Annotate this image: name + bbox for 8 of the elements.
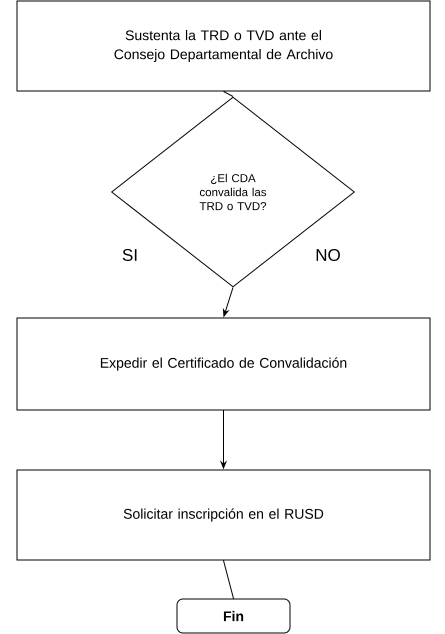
connector-line: [223, 560, 234, 599]
branch-label: NO: [316, 248, 340, 262]
process-box: Solicitar inscripción en el RUSD: [16, 470, 430, 560]
process-box: Expedir el Certificado de Convalidación: [16, 318, 430, 410]
process-box: Sustenta la TRD o TVD ante el Consejo Departamental de Archivo: [16, 0, 430, 92]
connector-line: [223, 91, 234, 97]
branch-label: SI: [122, 248, 136, 262]
terminal-box: Fin: [176, 598, 290, 634]
